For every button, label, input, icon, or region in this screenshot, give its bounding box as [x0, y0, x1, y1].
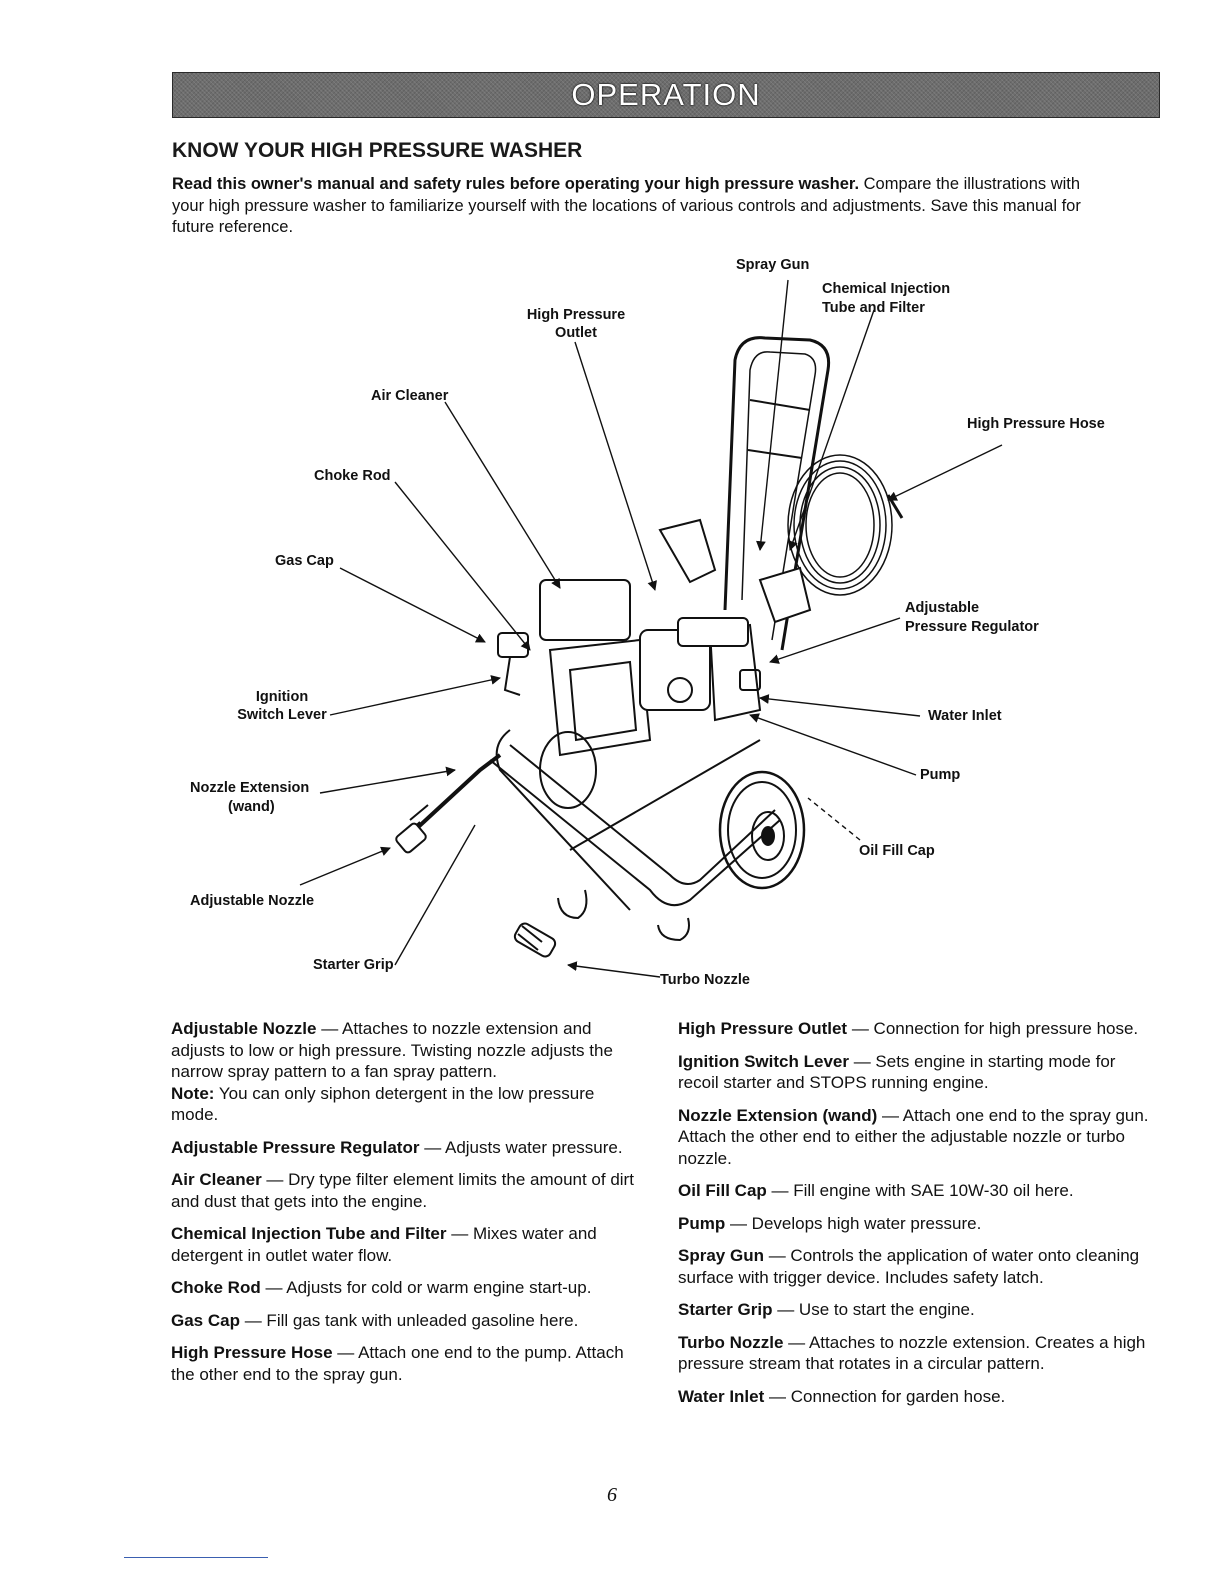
- term-description: — Connection for high pressure hose.: [847, 1019, 1139, 1038]
- term-description: — Attaches to nozzle extension and adjus…: [171, 1019, 613, 1081]
- callout-starter-grip: Starter Grip: [313, 957, 394, 973]
- term-description: — Sets engine in starting mode for recoi…: [678, 1051, 1116, 1093]
- term-label: Adjustable Nozzle: [171, 1019, 317, 1038]
- definition-pump: Pump — Develops high water pressure.: [678, 1213, 1158, 1235]
- term-description: — Controls the application of water onto…: [678, 1246, 1140, 1287]
- callout-nozzle-extension-line2: (wand): [228, 799, 275, 815]
- definition-gas-cap: Gas Cap — Fill gas tank with unleaded ga…: [171, 1310, 646, 1332]
- callout-choke-rod: Choke Rod: [314, 468, 391, 484]
- callout-oil-fill-cap: Oil Fill Cap: [859, 843, 935, 859]
- callout-high-pressure-hose: High Pressure Hose: [967, 416, 1105, 432]
- term-label: Note:: [171, 1083, 215, 1103]
- washer-illustration: [299, 279, 1003, 978]
- callout-chemical-injection-line2: Tube and Filter: [822, 300, 925, 316]
- term-label: Nozzle Extension (wand): [678, 1105, 878, 1125]
- term-description: — Adjusts water pressure.: [419, 1137, 623, 1157]
- term-label: Oil Fill Cap: [678, 1181, 767, 1200]
- callout-leaders: [299, 279, 1003, 978]
- callout-gas-cap: Gas Cap: [275, 553, 334, 569]
- term-description: — Attaches to nozzle extension. Creates …: [678, 1332, 1146, 1374]
- term-description: — Use to start the engine.: [772, 1300, 975, 1319]
- definition-note: Note: You can only siphon detergent in t…: [171, 1083, 646, 1126]
- pressure-washer-diagram: Spray Gun Chemical Injection Tube and Fi…: [170, 250, 1130, 1000]
- callout-adjustable-nozzle: Adjustable Nozzle: [190, 893, 315, 909]
- definition-high-pressure-hose: High Pressure Hose — Attach one end to t…: [171, 1342, 646, 1385]
- term-description: — Dry type filter element limits the amo…: [171, 1170, 634, 1211]
- definition-turbo-nozzle: Turbo Nozzle — Attaches to nozzle extens…: [678, 1332, 1158, 1375]
- intro-lead: Read this owner's manual and safety rule…: [172, 175, 860, 193]
- callout-water-inlet: Water Inlet: [928, 708, 1002, 724]
- term-description: — Fill gas tank with unleaded gasoline h…: [239, 1310, 579, 1330]
- operation-banner: OPERATION: [172, 72, 1160, 118]
- washer-drawing: [395, 336, 904, 958]
- term-label: Air Cleaner: [171, 1170, 262, 1189]
- callout-adjustable-regulator-line1: Adjustable: [905, 600, 980, 616]
- term-description: — Mixes water and detergent in outlet wa…: [171, 1224, 597, 1265]
- callout-air-cleaner: Air Cleaner: [371, 388, 449, 404]
- definition-oil-fill-cap: Oil Fill Cap — Fill engine with SAE 10W-…: [678, 1180, 1158, 1202]
- definition-nozzle-extension: Nozzle Extension (wand) — Attach one end…: [678, 1105, 1158, 1170]
- callout-chemical-injection-line1: Chemical Injection: [822, 281, 951, 297]
- term-description: — Adjusts for cold or warm engine start-…: [260, 1278, 592, 1297]
- callout-ignition-line2: Switch Lever: [237, 707, 327, 723]
- intro-body: Compare the illustrations with your high…: [172, 175, 1081, 236]
- intro-paragraph: Read this owner's manual and safety rule…: [172, 174, 1092, 239]
- term-label: High Pressure Outlet: [678, 1019, 848, 1038]
- term-label: Turbo Nozzle: [678, 1332, 784, 1352]
- term-description: — Attach one end to the pump. Attach the…: [171, 1343, 624, 1384]
- term-description: You can only siphon detergent in the low…: [171, 1083, 595, 1125]
- page-number: 6: [607, 1484, 617, 1506]
- term-description: — Connection for garden hose.: [764, 1386, 1006, 1406]
- callout-adjustable-regulator-line2: Pressure Regulator: [905, 619, 1039, 635]
- term-label: Water Inlet: [678, 1386, 765, 1406]
- definition-air-cleaner: Air Cleaner — Dry type filter element li…: [171, 1169, 646, 1212]
- definitions-right-column: High Pressure Outlet — Connection for hi…: [678, 1018, 1158, 1418]
- definition-choke-rod: Choke Rod — Adjusts for cold or warm eng…: [171, 1277, 646, 1299]
- banner-title: OPERATION: [571, 77, 761, 112]
- definition-ignition-switch-lever: Ignition Switch Lever — Sets engine in s…: [678, 1051, 1158, 1094]
- term-label: Starter Grip: [678, 1300, 773, 1319]
- definition-adjustable-pressure-regulator: Adjustable Pressure Regulator — Adjusts …: [171, 1137, 646, 1159]
- term-label: Pump: [678, 1213, 726, 1233]
- callout-high-pressure-outlet-line2: Outlet: [555, 325, 597, 341]
- term-label: Choke Rod: [171, 1278, 261, 1297]
- definition-water-inlet: Water Inlet — Connection for garden hose…: [678, 1386, 1158, 1408]
- term-label: Adjustable Pressure Regulator: [171, 1137, 420, 1157]
- term-description: — Develops high water pressure.: [725, 1213, 982, 1233]
- term-label: Spray Gun: [678, 1246, 764, 1265]
- callout-turbo-nozzle: Turbo Nozzle: [660, 972, 750, 988]
- term-label: Chemical Injection Tube and Filter: [171, 1224, 447, 1243]
- definition-adjustable-nozzle: Adjustable Nozzle — Attaches to nozzle e…: [171, 1018, 646, 1083]
- term-description: — Fill engine with SAE 10W-30 oil here.: [766, 1181, 1074, 1200]
- definitions-left-column: Adjustable Nozzle — Attaches to nozzle e…: [171, 1018, 646, 1396]
- callout-nozzle-extension-line1: Nozzle Extension: [190, 780, 310, 796]
- callout-spray-gun: Spray Gun: [736, 257, 810, 273]
- footer-rule: [124, 1557, 268, 1558]
- term-description: — Attach one end to the spray gun. Attac…: [678, 1105, 1149, 1168]
- term-label: High Pressure Hose: [171, 1343, 333, 1362]
- term-label: Gas Cap: [171, 1310, 240, 1330]
- definition-chemical-injection: Chemical Injection Tube and Filter — Mix…: [171, 1223, 646, 1266]
- definition-high-pressure-outlet: High Pressure Outlet — Connection for hi…: [678, 1018, 1158, 1040]
- callout-high-pressure-outlet-line1: High Pressure: [526, 307, 626, 323]
- definition-spray-gun: Spray Gun — Controls the application of …: [678, 1245, 1158, 1288]
- definition-starter-grip: Starter Grip — Use to start the engine.: [678, 1299, 1158, 1321]
- section-heading: KNOW YOUR HIGH PRESSURE WASHER: [172, 139, 583, 162]
- term-label: Ignition Switch Lever: [678, 1051, 849, 1071]
- callout-pump: Pump: [920, 767, 961, 783]
- callout-ignition-line1: Ignition: [255, 689, 309, 705]
